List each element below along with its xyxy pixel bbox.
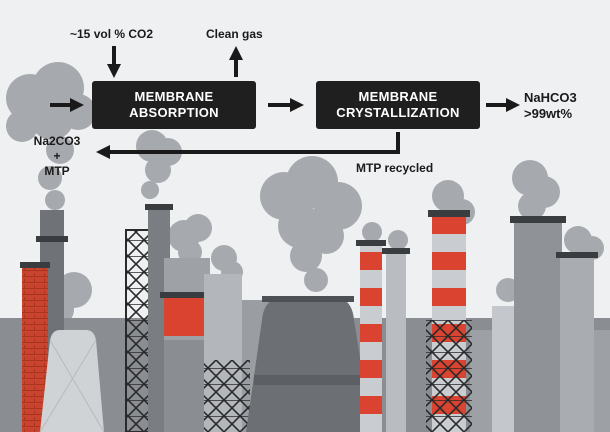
smoke-right	[46, 160, 604, 324]
absorption-line1: MEMBRANE	[134, 89, 214, 104]
arrow-feed-gas	[107, 46, 121, 78]
product-label: NaHCO3 >99wt%	[524, 90, 577, 122]
striped-stacks-right	[356, 210, 522, 432]
red-stack-left	[160, 258, 250, 432]
membrane-crystallization-box: MEMBRANE CRYSTALLIZATION	[316, 81, 480, 129]
absorbent-line1: Na2CO3	[33, 134, 81, 148]
arrow-clean-gas	[229, 46, 243, 77]
product-line2: >99wt%	[524, 106, 573, 121]
recycle-label: MTP recycled	[356, 161, 434, 175]
absorbent-line2: +	[53, 149, 61, 163]
arrow-recycle	[96, 132, 400, 159]
crystallization-line2: CRYSTALLIZATION	[336, 105, 460, 120]
absorption-line2: ABSORPTION	[129, 105, 219, 120]
left-chimneys	[20, 210, 105, 432]
smoke-clouds	[6, 62, 604, 324]
arrow-absorption-to-crystallization	[268, 98, 304, 112]
clean-gas-label: Clean gas	[206, 27, 263, 41]
absorbent-label: Na2CO3 + MTP	[24, 134, 90, 179]
absorbent-line3: MTP	[44, 164, 70, 178]
crystallization-line1: MEMBRANE	[358, 89, 438, 104]
membrane-absorption-box: MEMBRANE ABSORPTION	[92, 81, 256, 129]
feed-gas-label: ~15 vol % CO2	[70, 27, 154, 41]
smoke-center	[260, 156, 362, 292]
product-line1: NaHCO3	[524, 90, 577, 105]
arrow-into-absorption	[50, 98, 84, 112]
cooling-tower	[246, 296, 372, 432]
arrow-to-product	[486, 98, 520, 112]
process-arrows	[50, 46, 520, 159]
gray-stacks-right	[510, 216, 598, 432]
